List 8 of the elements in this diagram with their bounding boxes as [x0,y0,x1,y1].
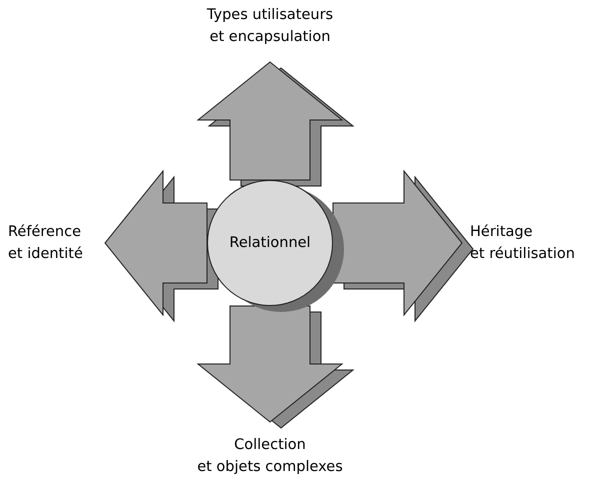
arrow-caption: Référence et identité [8,223,83,264]
arrow-caption: Types utilisateurs et encapsulation [206,6,334,47]
block-arrow [332,170,474,322]
arrow-caption: Héritage et réutilisation [470,223,575,264]
arrow-caption: Collection et objets complexes [197,436,343,477]
block-arrow [196,61,354,186]
block-arrow [104,170,218,322]
block-arrow [196,306,354,429]
